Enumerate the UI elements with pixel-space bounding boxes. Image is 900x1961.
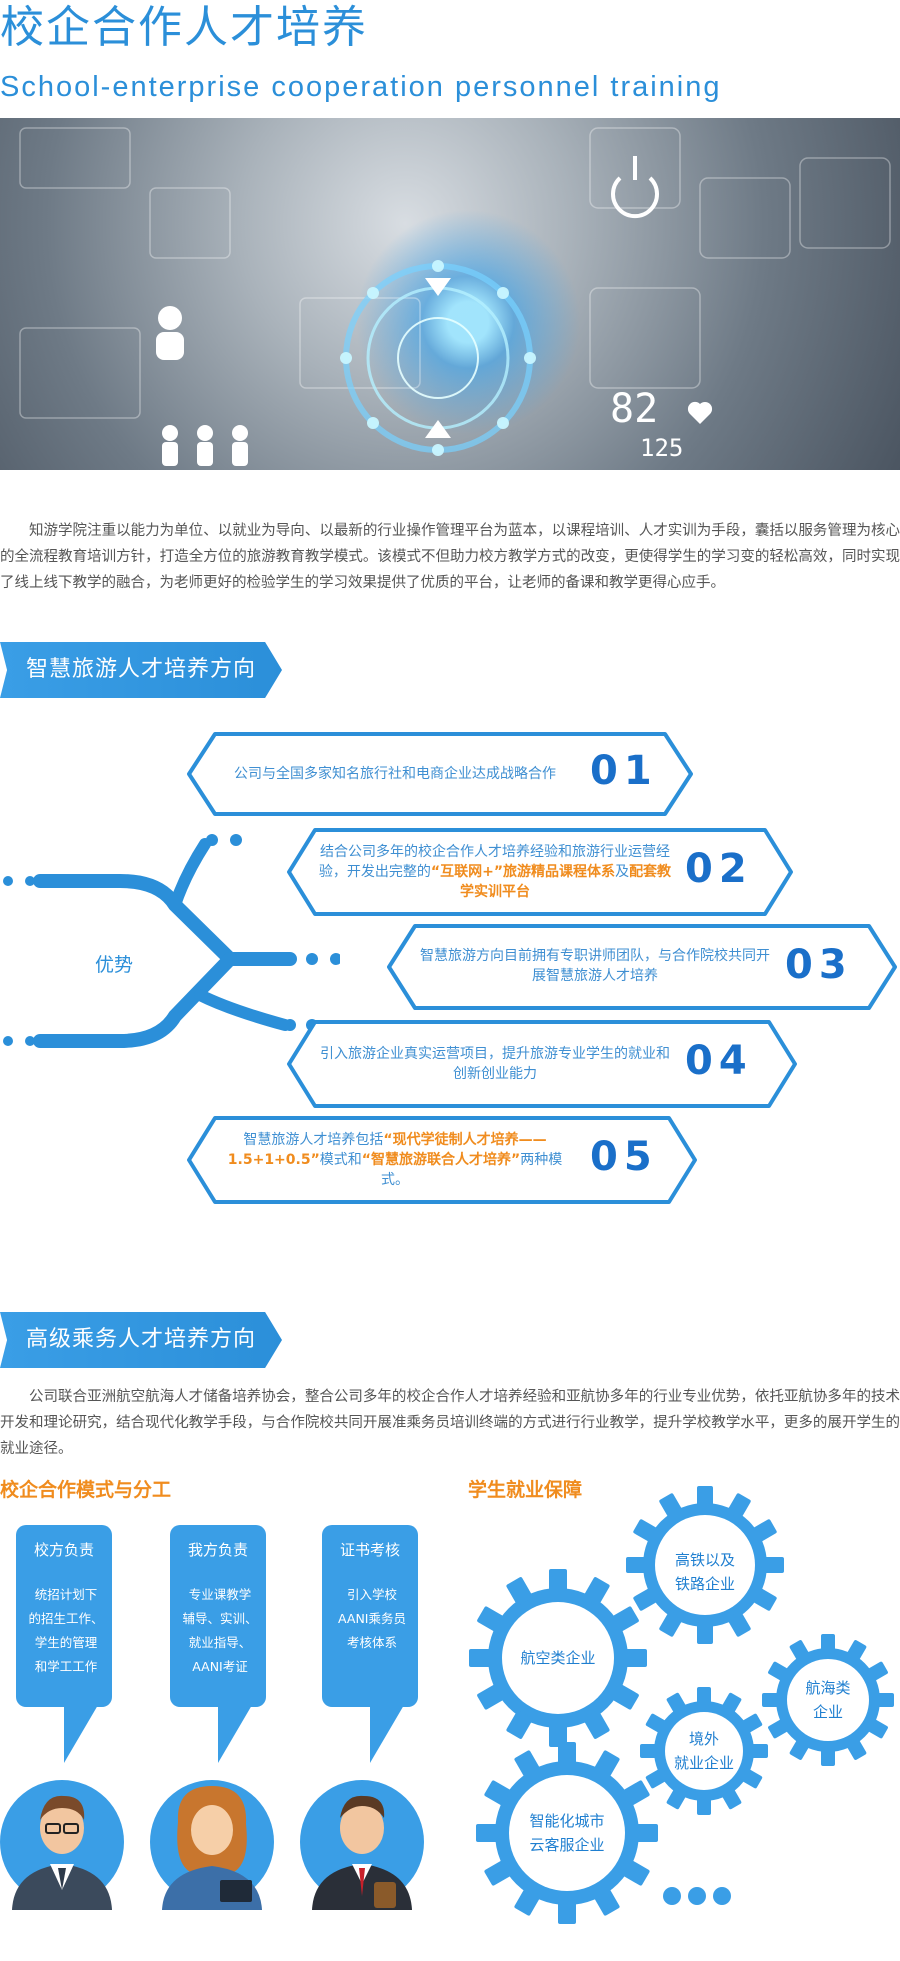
body-text: 及 xyxy=(615,864,630,880)
role-card-line: 统招计划下 xyxy=(34,1587,98,1602)
section2-banner: 高级乘务人才培养方向 xyxy=(0,1312,282,1368)
body-text: 引入旅游企业真实运营项目，提升旅游专业学生的就业和创新创业能力 xyxy=(320,1046,670,1082)
avatar-businessman xyxy=(300,1780,424,1910)
role-card-line: AANI考证 xyxy=(192,1659,248,1674)
section2-banner-title: 高级乘务人才培养方向 xyxy=(26,1327,257,1352)
display-digits: 82 xyxy=(610,386,658,432)
body-text: 模式和 xyxy=(319,1152,362,1168)
role-card-line: 专业课教学 xyxy=(188,1587,252,1602)
intro-paragraph: 知游学院注重以能力为单位、以就业为导向、以最新的行业操作管理平台为蓝本，以课程培… xyxy=(0,523,900,591)
body-text: 结合公司多年的校企合作人才培养经验和旅游行业运营经验，开发出完整的 xyxy=(318,844,670,880)
section1-banner-title: 智慧旅游人才培养方向 xyxy=(26,657,257,682)
body-text: 公司与全国多家知名旅行社和电商企业达成战略合作 xyxy=(234,766,556,782)
advantage-text: 结合公司多年的校企合作人才培养经验和旅游行业运营经验，开发出完整的“互联网+”旅… xyxy=(315,842,675,902)
gear-icon xyxy=(762,1634,894,1766)
advantage-item-04: 引入旅游企业真实运营项目，提升旅游专业学生的就业和创新创业能力 04 xyxy=(285,1018,800,1110)
avatar-teacher-male xyxy=(0,1780,124,1910)
body-text: 智慧旅游方向目前拥有专职讲师团队，与合作院校共同开展智慧旅游人才培养 xyxy=(420,948,770,984)
role-card-line: 的招生工作、 xyxy=(28,1611,104,1626)
body-text: 智慧旅游人才培养包括 xyxy=(243,1132,384,1148)
advantage-text: 智慧旅游人才培养包括“现代学徒制人才培养—— 1.5+1+0.5”模式和“智慧旅… xyxy=(215,1130,575,1190)
advantage-number: 03 xyxy=(785,942,853,988)
gear-label-aviation: 航空类企业 xyxy=(520,1649,596,1667)
body-text: 两种模式。 xyxy=(381,1152,563,1188)
hero-image: 82 125 xyxy=(0,118,900,470)
role-card-line: 和学工工作 xyxy=(34,1659,98,1674)
page-subtitle: School-enterprise cooperation personnel … xyxy=(0,71,722,103)
person-icon xyxy=(156,306,248,466)
advantage-text: 引入旅游企业真实运营项目，提升旅游专业学生的就业和创新创业能力 xyxy=(315,1044,675,1084)
gear-label-railway: 高铁以及铁路企业 xyxy=(674,1551,735,1593)
highlight-text: “智慧旅游联合人才培养” xyxy=(361,1152,521,1168)
advantage-item-05: 智慧旅游人才培养包括“现代学徒制人才培养—— 1.5+1+0.5”模式和“智慧旅… xyxy=(185,1114,700,1206)
gear-label-smart-city: 智能化城市云客服企业 xyxy=(529,1812,605,1854)
role-card-head: 证书考核 xyxy=(339,1541,400,1559)
more-dots-icon xyxy=(663,1887,731,1905)
role-card-head: 我方负责 xyxy=(187,1541,248,1559)
advantage-number: 02 xyxy=(685,846,753,892)
advantage-item-02: 结合公司多年的校企合作人才培养经验和旅游行业运营经验，开发出完整的“互联网+”旅… xyxy=(285,826,795,918)
power-icon xyxy=(611,176,659,219)
role-card-line: AANI乘务员 xyxy=(338,1611,406,1626)
role-card-head: 校方负责 xyxy=(33,1541,94,1559)
display-small: 125 xyxy=(640,434,683,462)
role-card-line: 辅导、实训、 xyxy=(182,1611,258,1626)
role-card-line: 考核体系 xyxy=(346,1635,397,1650)
advantage-number: 01 xyxy=(590,748,658,794)
coop-title: 校企合作模式与分工 xyxy=(0,1479,172,1501)
role-card-line: 就业指导、 xyxy=(188,1635,252,1650)
employment-title: 学生就业保障 xyxy=(468,1479,583,1501)
highlight-text: “现代学徒制人才培养—— 1.5+1+0.5” xyxy=(227,1132,547,1168)
gear-icon xyxy=(626,1486,784,1644)
gear-label-overseas: 境外就业企业 xyxy=(673,1730,734,1772)
role-card-line: 学生的管理 xyxy=(34,1635,98,1650)
advantage-item-01: 公司与全国多家知名旅行社和电商企业达成战略合作 01 xyxy=(185,730,695,818)
highlight-text: “互联网+”旅游精品课程体系 xyxy=(430,864,616,880)
section1-banner: 智慧旅游人才培养方向 xyxy=(0,642,282,698)
advantage-number: 04 xyxy=(685,1038,753,1084)
gear-icon xyxy=(476,1742,658,1924)
gear-icon xyxy=(469,1569,647,1747)
gear-icon xyxy=(640,1687,768,1815)
role-card-line: 引入学校 xyxy=(346,1587,397,1602)
section2-paragraph: 公司联合亚洲航空航海人才储备培养协会，整合公司多年的校企合作人才培养经验和亚航协… xyxy=(0,1389,900,1457)
advantage-text: 智慧旅游方向目前拥有专职讲师团队，与合作院校共同开展智慧旅游人才培养 xyxy=(415,946,775,986)
advantage-number: 05 xyxy=(590,1134,658,1180)
advantage-label: 优势 xyxy=(95,954,134,976)
advantage-item-03: 智慧旅游方向目前拥有专职讲师团队，与合作院校共同开展智慧旅游人才培养 03 xyxy=(385,922,900,1012)
gear-label-maritime: 航海类企业 xyxy=(805,1679,851,1721)
highlight-text: 配套教学实训平台 xyxy=(460,864,672,900)
avatar-teacher-female xyxy=(150,1780,274,1910)
page-title: 校企合作人才培养 xyxy=(0,2,368,53)
advantage-text: 公司与全国多家知名旅行社和电商企业达成战略合作 xyxy=(215,764,575,784)
heart-icon xyxy=(687,401,713,424)
